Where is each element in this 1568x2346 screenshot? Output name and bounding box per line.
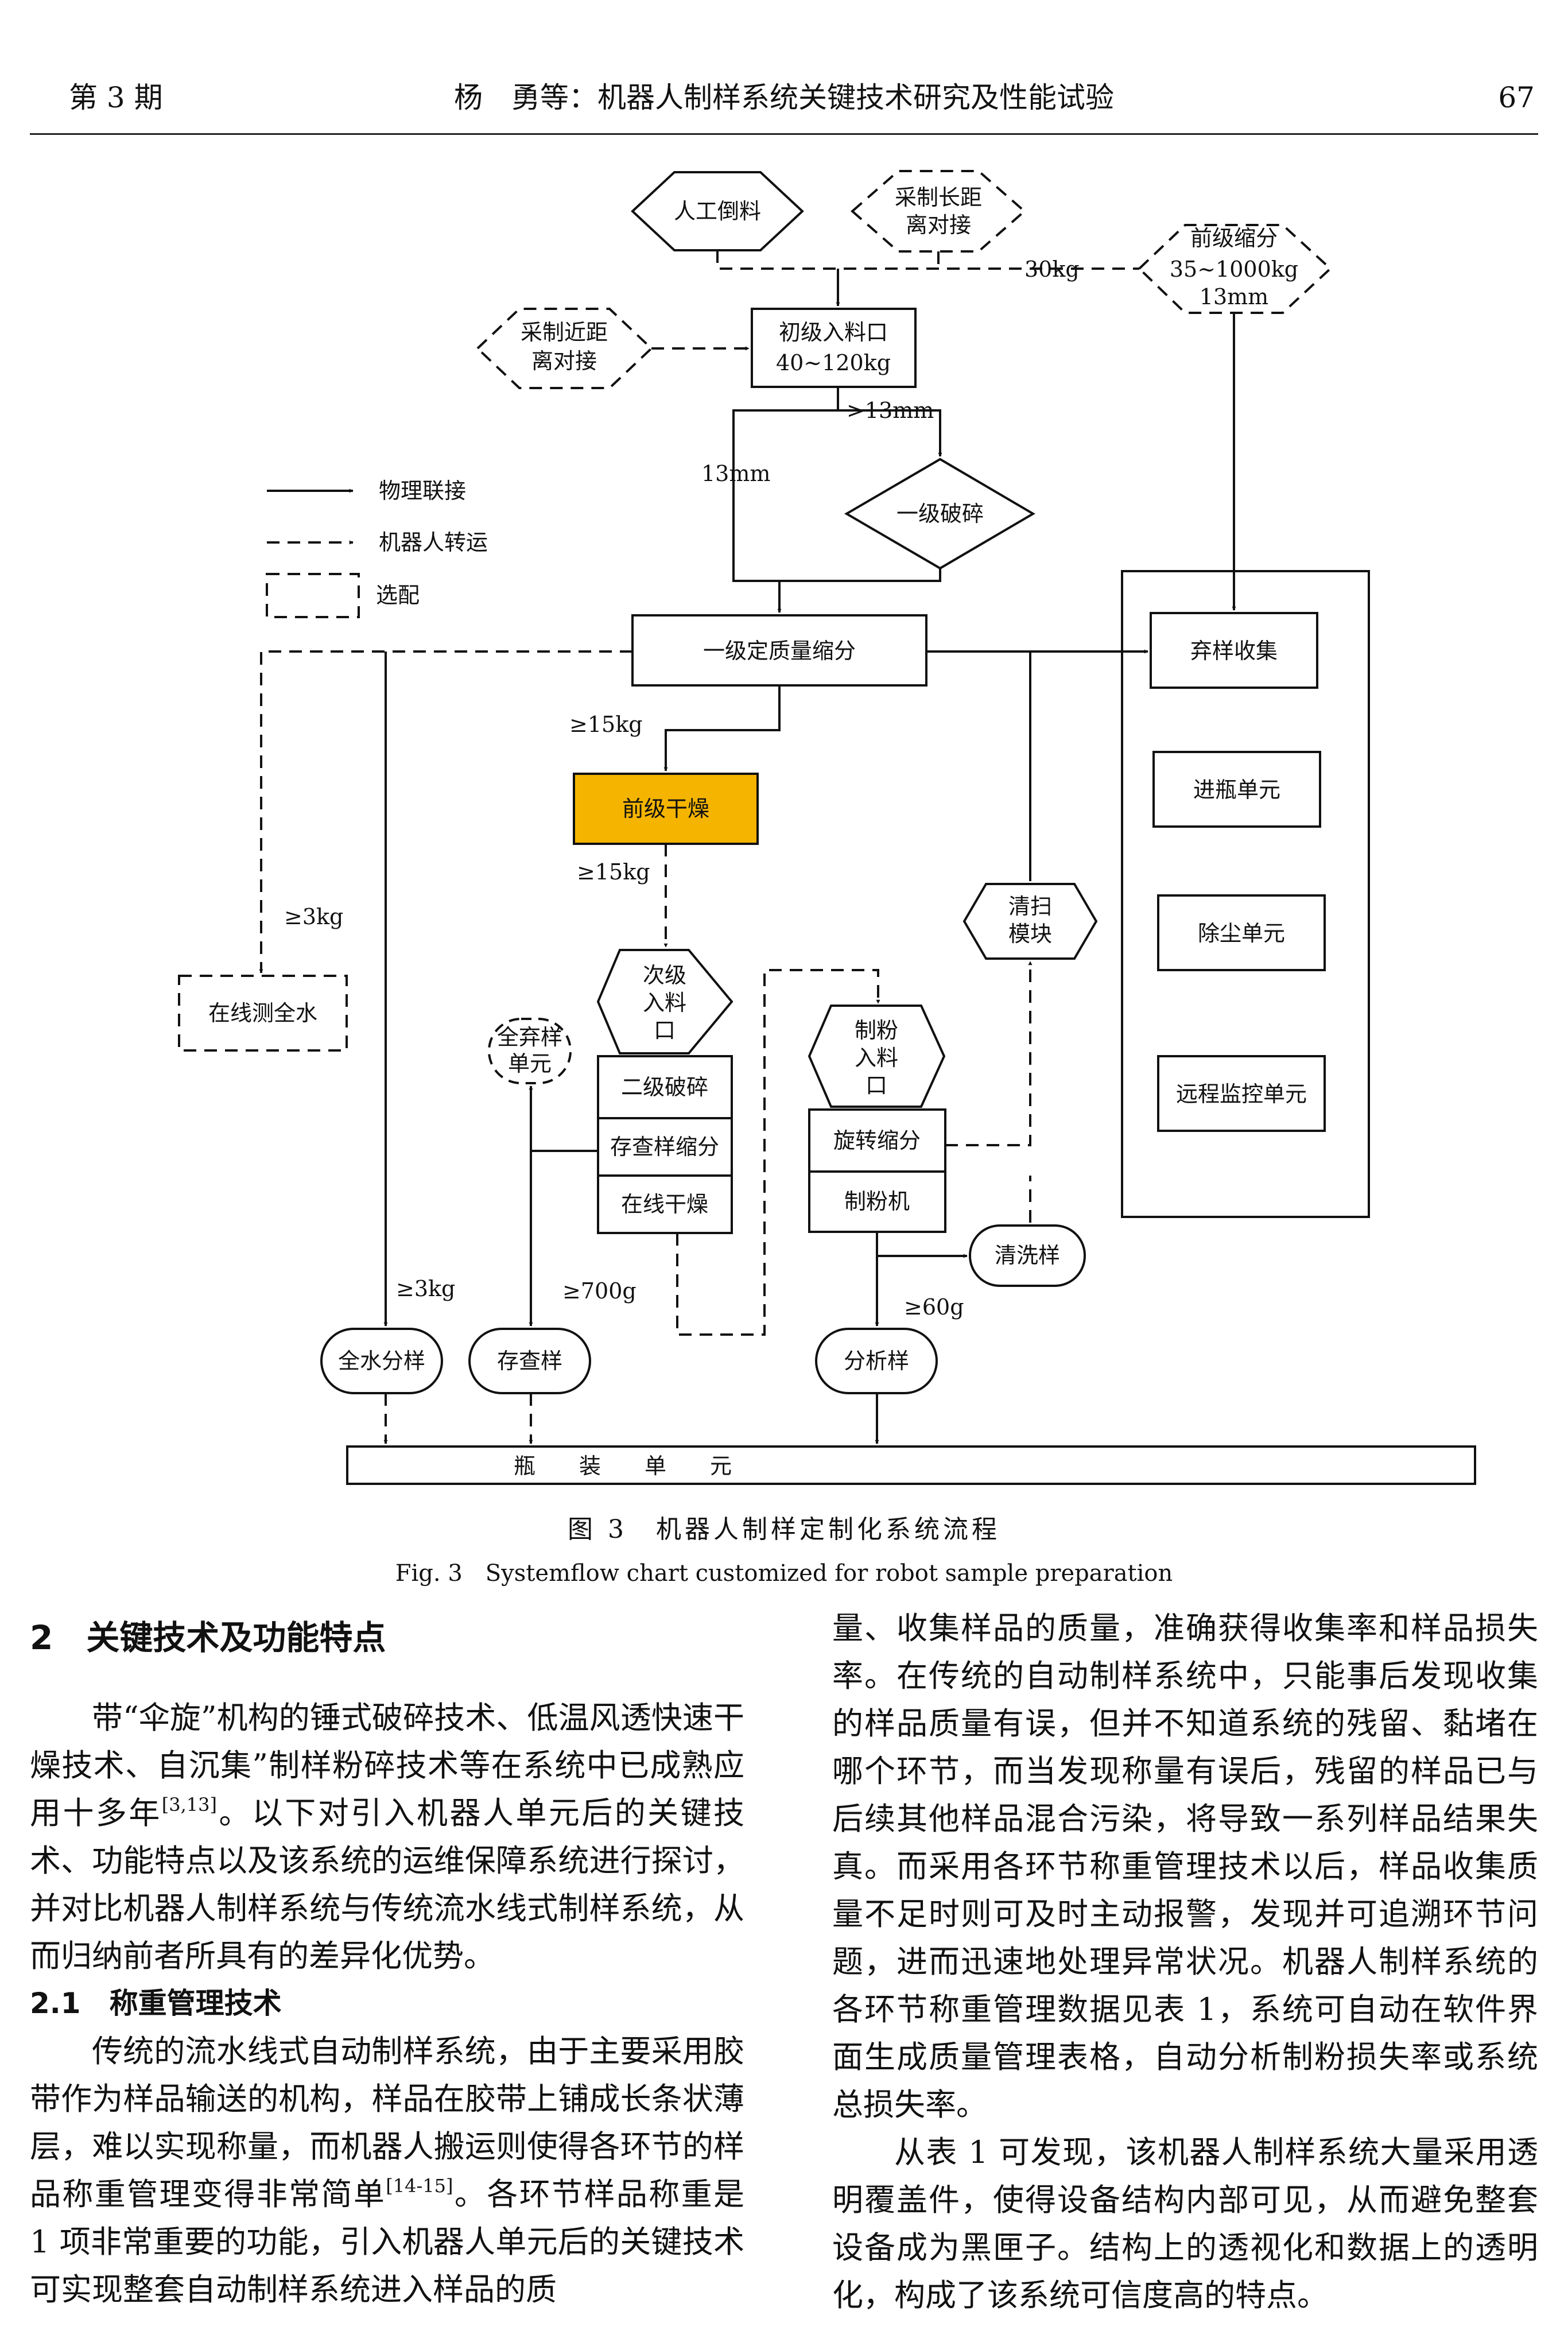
citation-14-15: [14-15] [386,2175,453,2197]
citation-3-13: [3,13] [161,1794,217,1816]
label-3kg-a: ≥3kg [284,904,343,929]
text-moisture-sample: 全水分样 [338,1348,425,1374]
text-reserve-division: 存查样缩分 [610,1134,719,1160]
paragraph-1: 带“伞旋”机构的锤式破碎技术、低温风透快速干燥技术、自沉集”制样粉碎技术等在系统… [30,1694,744,1980]
label-15kg-a: ≥15kg [569,712,643,737]
flowchart: 人工倒料 采制长距 离对接 前级缩分 35~1000kg 13mm 采制近距 离… [178,170,1476,1485]
node-dust-unit [1157,894,1326,971]
text-pre-div-1: 前级缩分 [1190,226,1278,251]
text-online-dry: 在线干燥 [621,1192,708,1217]
text-analysis-sample: 分析样 [844,1348,909,1374]
text-manual-pour: 人工倒料 [674,199,761,224]
right-group-frame [1121,570,1370,1218]
text-mill: 制粉机 [844,1189,910,1214]
text-crush1: 一级破碎 [896,501,984,526]
text-sec-inlet-1: 次级 [643,963,686,988]
text-dust-unit: 除尘单元 [1198,921,1285,946]
node-wash [969,1224,1086,1287]
node-predry [573,773,759,845]
legend-optional-label: 选配 [376,583,420,608]
node-bottle-unit [1152,751,1321,828]
header-rule [30,133,1538,135]
text-near-dock-1: 采制近距 [521,320,608,345]
paragraph-1-text-b: 。以下对引入机器人单元后的关键技术、功能特点以及该系统的运维保障系统进行探讨，并… [30,1795,745,1974]
legend-physical-label: 物理联接 [379,478,466,503]
legend-dashed-box [266,573,360,618]
node-online-moisture [178,975,348,1052]
paragraph-2: 传统的流水线式自动制样系统，由于主要采用胶带作为样品输送的机构，样品在胶带上铺成… [30,2027,744,2313]
header-issue: 第 3 期 [69,81,163,114]
figure-caption-en: Fig. 3 Systemflow chart customized for r… [395,1560,1173,1587]
text-sec-inlet-3: 口 [654,1018,676,1043]
text-pre-div-2: 35~1000kg [1170,257,1298,282]
text-discard-all-1: 全弃样 [497,1025,562,1050]
node-moisture-sample [320,1328,443,1394]
paragraph-4: 从表 1 可发现，该机器人制样系统大量采用透明覆盖件，使得设备结构内部可见，从而… [832,2134,1538,2313]
node-near-dock [476,308,653,389]
section-title: 2 关键技术及功能特点 [30,1618,386,1657]
paragraph-3: 量、收集样品的质量，准确获得收集率和样品损失率。在传统的自动制样系统中，只能事后… [832,1610,1538,2123]
subsection-title: 2.1 称重管理技术 [30,1987,282,2020]
text-rotary-division: 旋转缩分 [833,1128,921,1153]
text-discard-all-2: 单元 [508,1051,552,1076]
text-div1: 一级定质量缩分 [703,638,856,664]
header-page-number: 67 [1498,81,1535,114]
node-online-dry [597,1174,733,1234]
node-manual-pour [631,171,804,251]
text-sweep-1: 清扫 [1008,894,1052,919]
node-primary-inlet [751,308,917,388]
label-gt13mm: >13mm [847,398,934,423]
figure-caption-zh: 图 3 机器人制样定制化系统流程 [568,1515,1000,1544]
legend-robot-label: 机器人转运 [379,530,488,555]
paragraph-2-text-b: 。各环节样品称重是 1 项非常重要的功能，引入机器人单元后的关键技术可实现整套自… [30,2176,745,2308]
node-secondary-inlet [596,949,733,1054]
text-wash: 清洗样 [995,1243,1060,1268]
node-remote-unit [1157,1055,1326,1132]
text-bottling: 瓶 装 单 元 [514,1453,732,1479]
node-sweep-module [962,883,1098,960]
text-powder-inlet-1: 制粉 [855,1018,898,1043]
text-inlet-2: 40~120kg [776,350,891,375]
node-powder-inlet [808,1005,946,1108]
label-15kg-b: ≥15kg [577,859,650,885]
left-column: 2 关键技术及功能特点 带“伞旋”机构的锤式破碎技术、低温风透快速干燥技术、自沉… [30,1604,744,2313]
header-title: 杨 勇等：机器人制样系统关键技术研究及性能试验 [454,81,1114,114]
text-pre-div-3: 13mm [1200,284,1268,309]
text-reserve-sample: 存查样 [497,1348,562,1374]
label-3kg-b: ≥3kg [396,1276,455,1301]
label-60g: ≥60g [904,1294,964,1320]
text-predry: 前级干燥 [622,796,709,821]
text-long-dock-2: 离对接 [906,212,971,238]
node-crush1 [844,457,1035,570]
text-powder-inlet-2: 入料 [855,1045,898,1071]
text-near-dock-2: 离对接 [531,348,597,374]
label-30kg: 30kg [1024,257,1080,282]
text-remote-unit: 远程监控单元 [1176,1081,1307,1107]
text-discard-collect: 弃样收集 [1190,638,1278,664]
text-inlet-1: 初级入料口 [779,320,888,345]
text-sec-inlet-2: 入料 [643,990,686,1015]
label-13mm: 13mm [701,461,770,486]
node-bottling [346,1445,1476,1485]
text-online-moisture: 在线测全水 [208,1001,317,1026]
paragraph-1-text-a: 带“伞旋”机构的锤式破碎技术、低温风透快速干燥技术、自沉集”制样粉碎技术等在系统… [30,1700,744,1831]
node-long-dock [850,170,1027,253]
node-pre-division [1138,224,1332,314]
paragraph-2-text-a: 传统的流水线式自动制样系统，由于主要采用胶带作为样品输送的机构，样品在胶带上铺成… [30,2033,744,2212]
text-crush2: 二级破碎 [621,1075,708,1100]
text-long-dock-1: 采制长距 [895,185,982,210]
label-700g: ≥700g [562,1278,636,1304]
text-bottle-unit: 进瓶单元 [1193,777,1280,802]
text-sweep-2: 模块 [1008,921,1052,947]
right-column: 量、收集样品的质量，准确获得收集率和样品损失率。在传统的自动制样系统中，只能事后… [832,1604,1538,2319]
text-powder-inlet-3: 口 [865,1073,887,1098]
node-discard-all [488,1018,572,1084]
node-discard-collect [1150,612,1318,689]
